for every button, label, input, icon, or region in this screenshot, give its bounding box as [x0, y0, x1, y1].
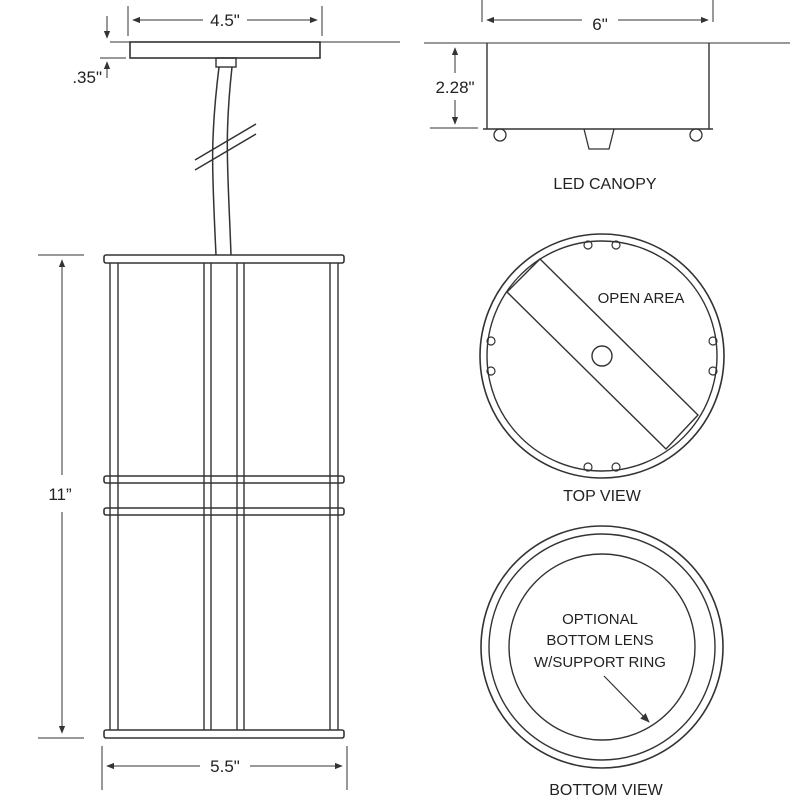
dimension-label: 2.28": [435, 78, 474, 97]
label-open-area: OPEN AREA: [598, 290, 685, 307]
cage-body: [103, 254, 345, 739]
dimension-label: 4.5": [210, 11, 240, 30]
top-view: OPEN AREA: [479, 233, 725, 479]
canopy-plate: [110, 41, 400, 59]
caption-bottom-view: BOTTOM VIEW: [549, 782, 663, 799]
dimension-label: 11”: [48, 485, 72, 504]
led-canopy: [424, 42, 790, 150]
dimension-fixture-height: 11”: [38, 254, 84, 739]
lens-note-line2: BOTTOM LENS: [546, 632, 653, 649]
lens-note-line3: W/SUPPORT RING: [534, 654, 666, 671]
dimension-label: .35": [72, 68, 102, 87]
dimension-label: 5.5": [210, 757, 240, 776]
dimension-led-canopy-width: 6": [481, 0, 714, 34]
dimension-canopy-width: 4.5": [127, 6, 323, 36]
dimension-fixture-width: 5.5": [101, 746, 348, 790]
dimension-canopy-thickness: .35": [72, 16, 126, 87]
lens-note-line1: OPTIONAL: [562, 611, 638, 628]
bottom-view: OPTIONAL BOTTOM LENS W/SUPPORT RING: [480, 525, 724, 769]
dimension-led-canopy-height: 2.28": [430, 47, 478, 129]
stem: [194, 57, 257, 256]
caption-led-canopy: LED CANOPY: [553, 176, 656, 193]
caption-top-view: TOP VIEW: [563, 488, 642, 505]
lens-leader-arrow: [603, 675, 650, 723]
dimension-label: 6": [592, 15, 608, 34]
